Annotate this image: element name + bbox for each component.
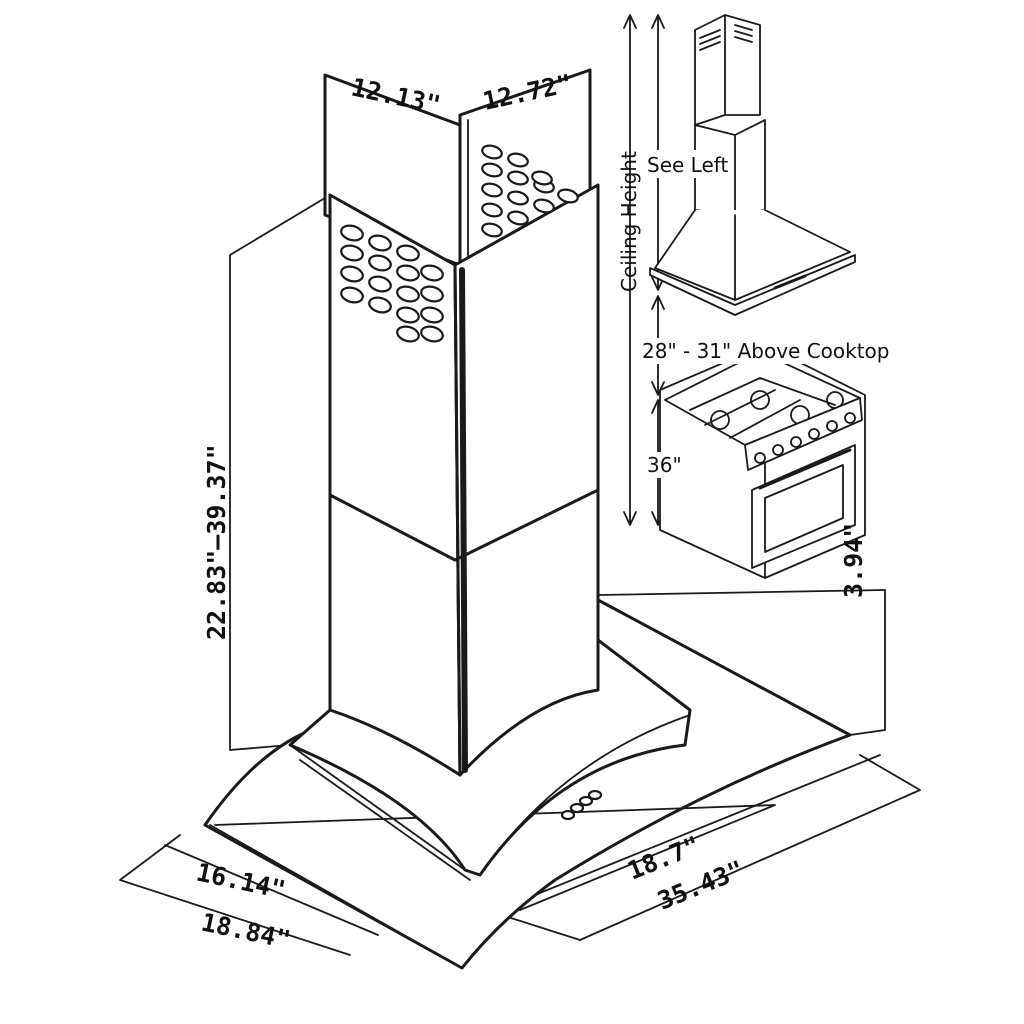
- hood-base-front-edge: [289, 744, 471, 881]
- vent-slot-icon: [507, 152, 529, 168]
- vent-slot-icon: [340, 224, 364, 242]
- control-panel: [560, 789, 603, 821]
- see-left-label: See Left: [647, 153, 728, 177]
- see-left-bg: [645, 150, 723, 178]
- vent-slot-icon: [557, 188, 579, 204]
- knob-icon: [790, 436, 802, 448]
- vent-slot-icon: [533, 198, 555, 214]
- mini-hood-controls: [773, 274, 807, 290]
- vent-slot-icon: [396, 264, 420, 282]
- control-button-icon[interactable]: [560, 809, 576, 821]
- counter-height-bg: [645, 452, 687, 478]
- mini-hood: [654, 209, 851, 301]
- vent-slot-icon: [481, 162, 503, 178]
- oven-window-inner: [764, 464, 844, 553]
- vent-slots: [340, 144, 579, 343]
- glass-inner-edge: [214, 804, 776, 911]
- ceiling-height-label: Ceiling Height: [617, 151, 641, 292]
- counter-height-label: 36": [647, 453, 682, 477]
- knob-icon: [808, 428, 820, 440]
- vent-slot-icon: [507, 170, 529, 186]
- hood-base-curve: [479, 714, 691, 876]
- ceiling-height-arrow: [623, 14, 637, 526]
- vent-slot-icon: [507, 190, 529, 206]
- vent-slot-icon: [420, 285, 444, 303]
- vent-slot-icon: [420, 264, 444, 282]
- oven-window-icon: [751, 444, 856, 569]
- vent-slot-icon: [368, 234, 392, 252]
- vent-slot-icon: [420, 306, 444, 324]
- glass-front-edge: [209, 824, 463, 969]
- knob-icon: [754, 452, 766, 464]
- chimney-corner-edge: [453, 263, 462, 777]
- vent-slot-icon: [420, 325, 444, 343]
- installation-labels: See Left Ceiling Height 28" - 31" Above …: [617, 150, 890, 478]
- vent-slot-icon: [507, 210, 529, 226]
- hood-height-dim-line: [597, 589, 886, 736]
- control-button-icon[interactable]: [569, 802, 585, 814]
- chimney-segment-seam: [328, 488, 600, 562]
- vent-slot-icon: [368, 254, 392, 272]
- hood-depth-label: 18.84": [199, 908, 293, 955]
- chimney-height-dim-line: [229, 194, 331, 751]
- vent-slot-icon: [340, 286, 364, 304]
- vent-slot-icon: [481, 202, 503, 218]
- above-cooktop-label: 28" - 31" Above Cooktop: [642, 339, 890, 363]
- vent-slot-icon: [481, 222, 503, 238]
- burner-grate-icon: [689, 377, 836, 439]
- filter-width-dim-line: [534, 754, 881, 896]
- vent-slot-icon: [396, 306, 420, 324]
- vent-slot-icon: [340, 244, 364, 262]
- vent-slot-icon: [396, 325, 420, 343]
- knob-icon: [826, 420, 838, 432]
- mini-vent-slot-icon: [699, 29, 721, 51]
- lower-chimney-side: [453, 183, 600, 777]
- mini-control-strip: [744, 397, 863, 471]
- hood-width-dim-line: [469, 754, 921, 941]
- vent-slot-icon: [368, 296, 392, 314]
- above-cooktop-bg: [640, 338, 862, 364]
- oven-handle: [758, 448, 852, 490]
- knob-icon: [844, 412, 856, 424]
- vent-slot-icon: [481, 144, 503, 160]
- installation-diagram: [623, 14, 866, 579]
- vent-slot-icon: [531, 170, 553, 186]
- burner-grate-icon: [750, 390, 770, 410]
- mini-hood-rim: [649, 254, 856, 316]
- control-button-icon[interactable]: [587, 789, 603, 801]
- lower-chimney-front: [328, 193, 462, 777]
- knob-icon: [772, 444, 784, 456]
- hood-depth-dim-line: [119, 834, 351, 956]
- chimney: [323, 68, 600, 777]
- control-button-icon[interactable]: [578, 795, 594, 807]
- vent-slot-icon: [340, 265, 364, 283]
- vent-slot-icon: [396, 285, 420, 303]
- vent-slot-icon: [481, 182, 503, 198]
- vent-slot-icon: [368, 275, 392, 293]
- hood-height-label: 3.94": [839, 523, 868, 598]
- chimney-height-label: 22.83"–39.37": [202, 444, 231, 640]
- mini-vent-slot-icon: [734, 24, 753, 43]
- filter-depth-dim-line: [164, 844, 379, 936]
- mini-chimney-upper: [694, 14, 761, 126]
- chimney-corner-shadow: [459, 267, 468, 773]
- burner-grate-icon: [710, 410, 730, 430]
- vent-slot-icon: [396, 244, 420, 262]
